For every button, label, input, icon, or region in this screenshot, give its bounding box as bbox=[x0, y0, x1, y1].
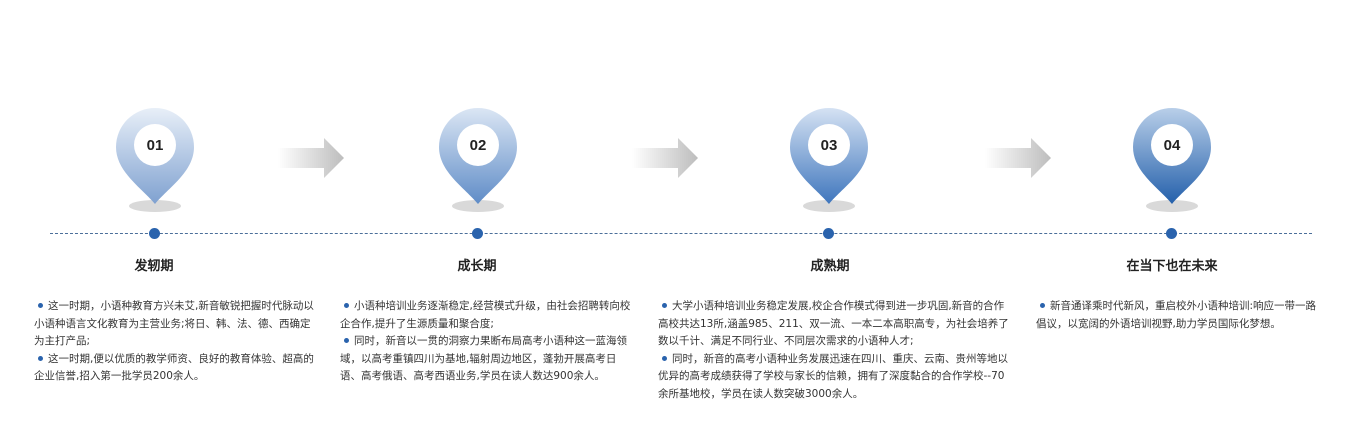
bullet-icon bbox=[662, 303, 667, 308]
arrow-right-icon bbox=[985, 138, 1051, 178]
description-text: 这一时期，小语种教育方兴未艾,新音敏锐把握时代脉动以小语种语言文化教育为主营业务… bbox=[34, 300, 314, 347]
bullet-icon bbox=[38, 355, 43, 361]
bullet-icon bbox=[344, 338, 349, 343]
timeline-dot bbox=[1166, 228, 1177, 239]
description-text: 同时，新音的高考小语种业务发展迅速在四川、重庆、云南、贵州等地以优异的高考成绩获… bbox=[658, 352, 1008, 400]
phase-title: 发轫期 bbox=[134, 259, 174, 274]
phase-title: 成熟期 bbox=[810, 259, 850, 274]
arrow-right-icon bbox=[632, 138, 698, 178]
timeline-dot bbox=[823, 228, 834, 239]
description-text: 这一时期,便以优质的教学师资、良好的教育体验、超高的企业信誉,招入第一批学员20… bbox=[34, 352, 314, 383]
description-text: 同时，新音以一贯的洞察力果断布局高考小语种这一蓝海领域，以高考重镇四川为基地,辐… bbox=[340, 335, 627, 382]
stage-pin-2: 02 bbox=[435, 100, 521, 212]
stage-number: 04 bbox=[1151, 124, 1193, 166]
stage-number: 03 bbox=[808, 124, 850, 166]
stage-pin-4: 04 bbox=[1129, 100, 1215, 212]
timeline-dot bbox=[149, 228, 160, 239]
arrow-right-icon bbox=[278, 138, 344, 178]
stage-number: 02 bbox=[457, 124, 499, 166]
timeline-dot bbox=[472, 228, 483, 239]
description-text: 大学小语种培训业务稳定发展,校企合作模式得到进一步巩固,新音的合作高校共达13所… bbox=[658, 300, 1009, 347]
stage-pin-1: 01 bbox=[112, 100, 198, 212]
stage-description-4: 新音通译乘时代新风，重启校外小语种培训:响应一带一路倡议，以宽阔的外语培训视野,… bbox=[1036, 298, 1326, 333]
stage-description-3: 大学小语种培训业务稳定发展,校企合作模式得到进一步巩固,新音的合作高校共达13所… bbox=[658, 298, 1014, 403]
stage-pin-3: 03 bbox=[786, 100, 872, 212]
stage-description-1: 这一时期，小语种教育方兴未艾,新音敏锐把握时代脉动以小语种语言文化教育为主营业务… bbox=[34, 298, 319, 386]
bullet-icon bbox=[344, 303, 349, 308]
bullet-icon bbox=[38, 303, 43, 308]
bullet-icon bbox=[1040, 303, 1045, 308]
phase-title: 在当下也在未来 bbox=[1126, 259, 1218, 274]
stage-description-2: 小语种培训业务逐渐稳定,经营模式升级，由社会招聘转向校企合作,提升了生源质量和聚… bbox=[340, 298, 635, 386]
bullet-icon bbox=[662, 355, 667, 361]
phase-title: 成长期 bbox=[457, 259, 497, 274]
timeline-axis bbox=[50, 233, 1312, 234]
stage-number: 01 bbox=[134, 124, 176, 166]
description-text: 小语种培训业务逐渐稳定,经营模式升级，由社会招聘转向校企合作,提升了生源质量和聚… bbox=[340, 300, 631, 330]
description-text: 新音通译乘时代新风，重启校外小语种培训:响应一带一路倡议，以宽阔的外语培训视野,… bbox=[1036, 300, 1317, 330]
